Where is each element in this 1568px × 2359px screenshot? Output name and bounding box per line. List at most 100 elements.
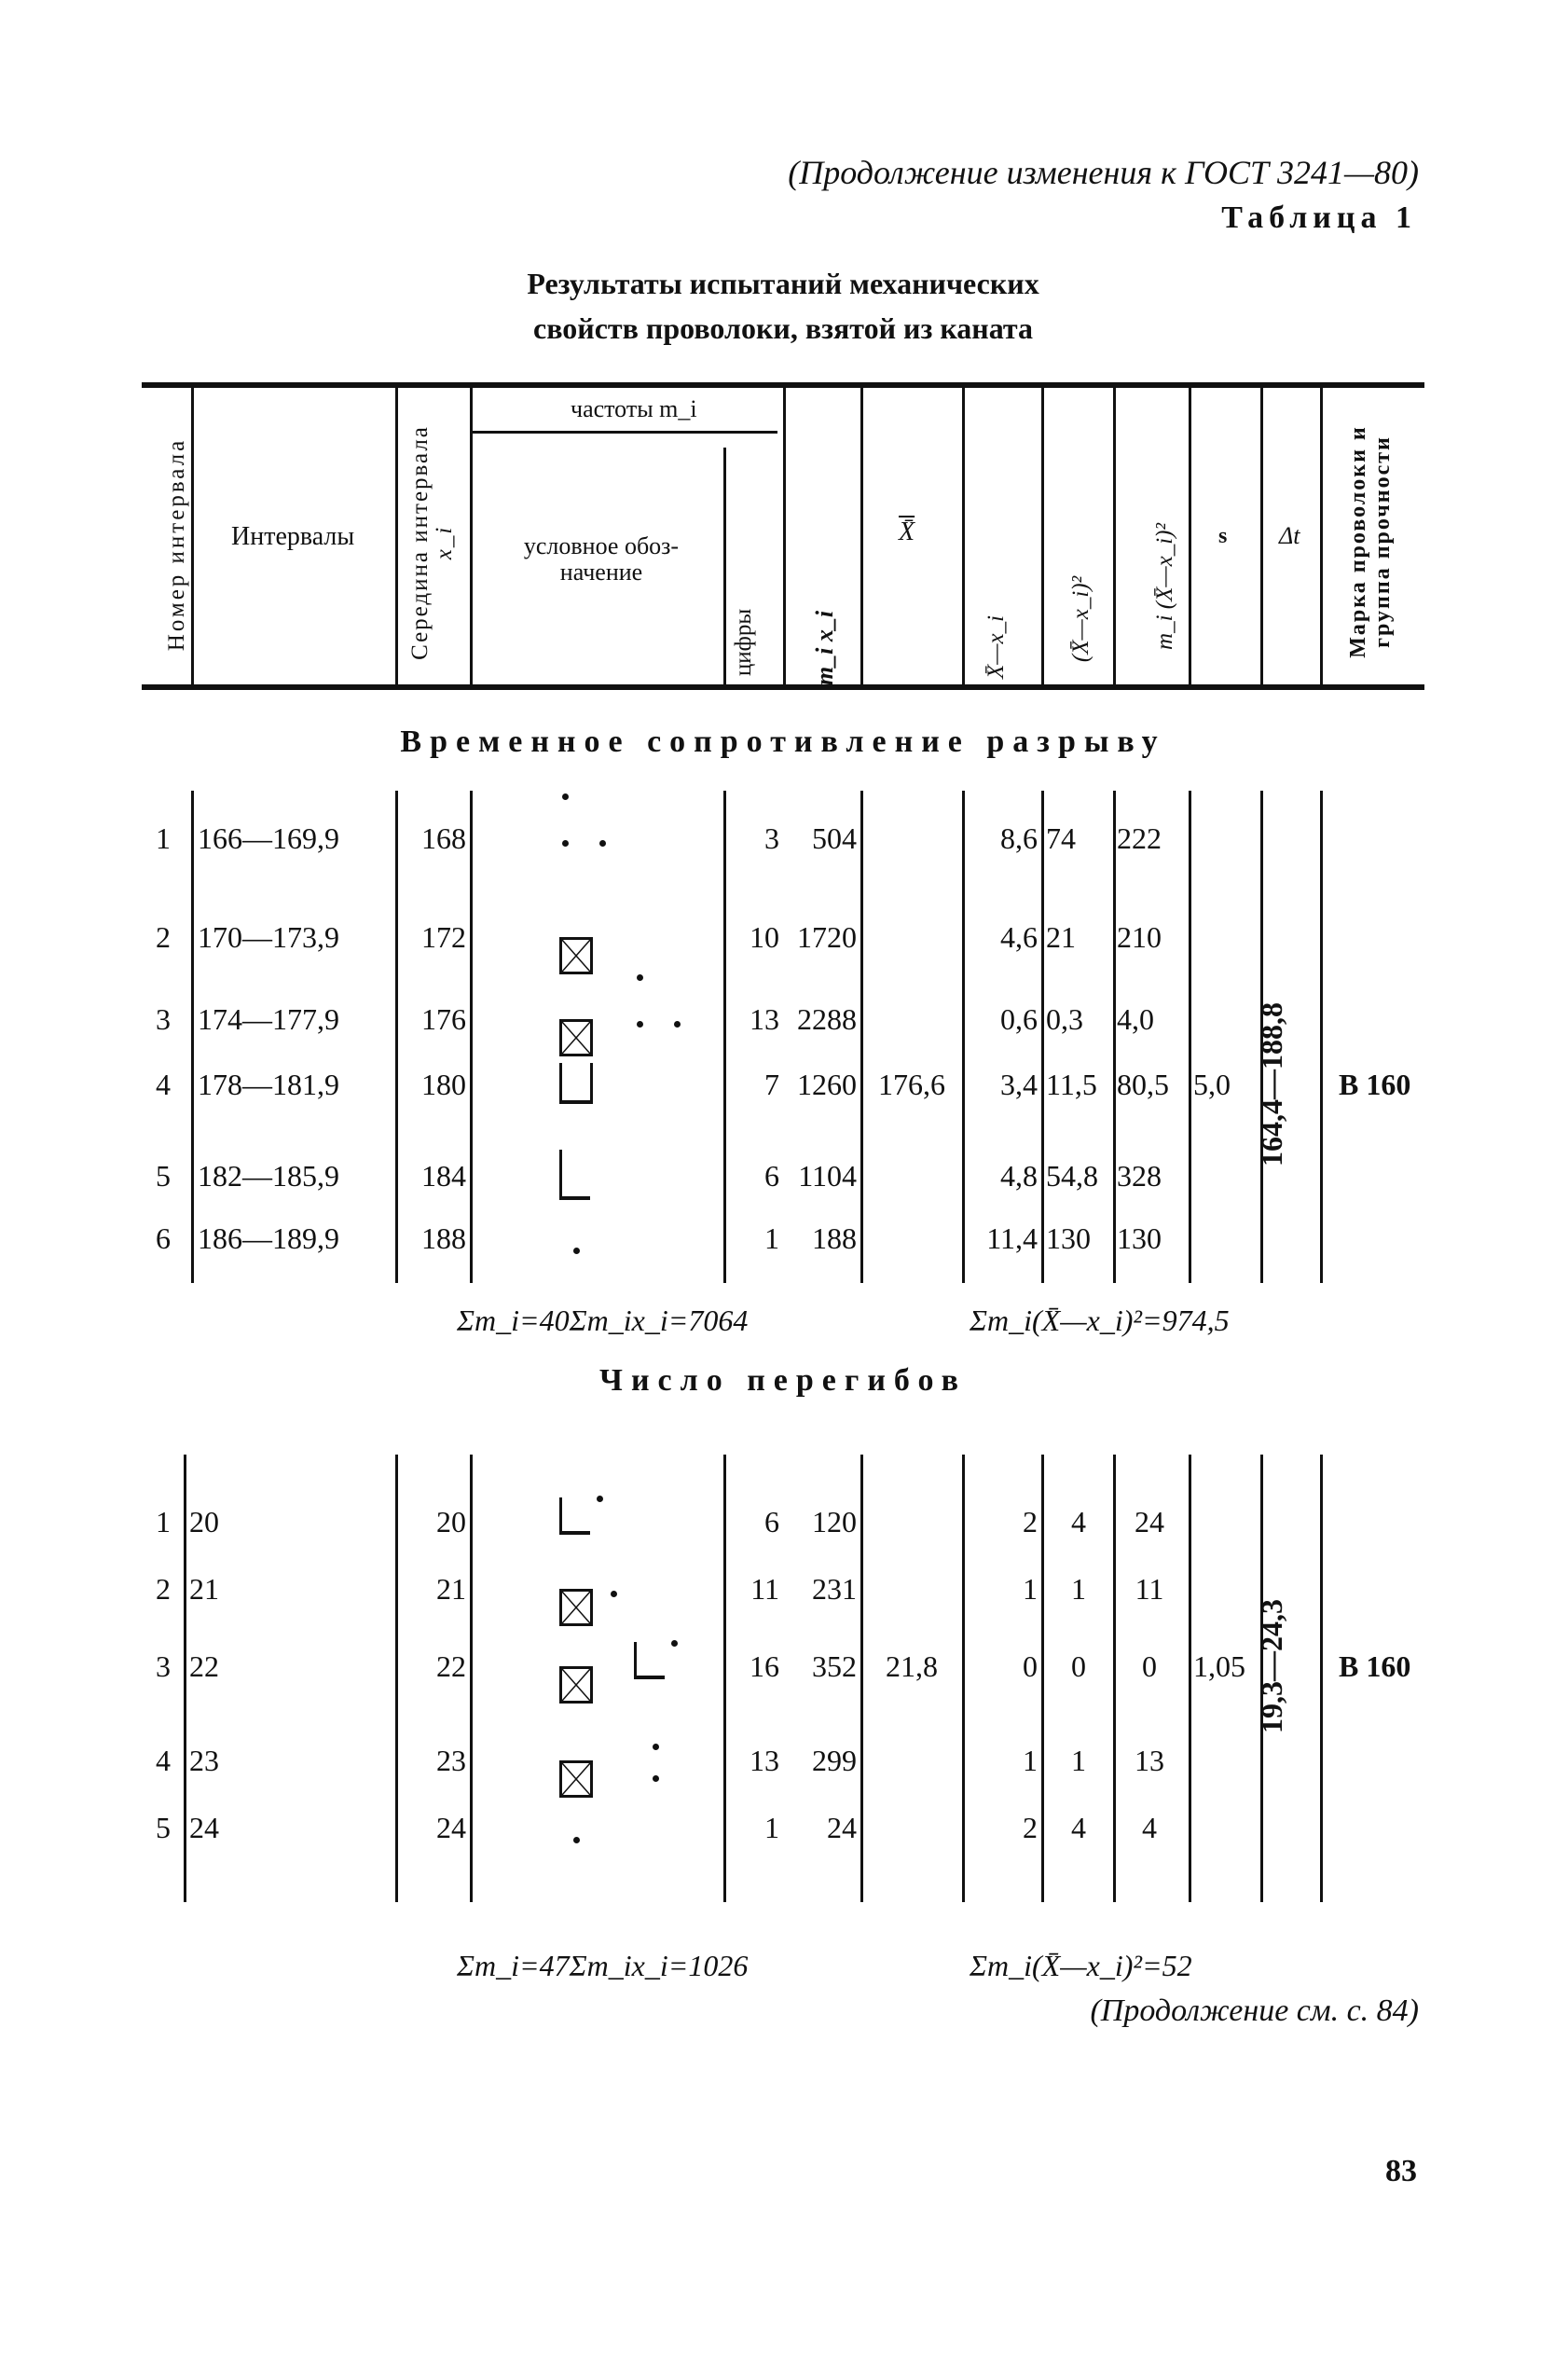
dot-icon <box>562 840 569 847</box>
deviation: 3,4 <box>1000 1068 1038 1101</box>
column-line <box>1113 1455 1116 1902</box>
row-number: 4 <box>156 1068 171 1101</box>
interval-midpoint: 21 <box>436 1572 466 1606</box>
frequency-digits: 3 <box>764 821 779 855</box>
dot-icon <box>637 1021 643 1028</box>
weighted-deviation-squared: 4,0 <box>1117 1002 1154 1036</box>
wire-mark: В 160 <box>1339 1068 1411 1101</box>
interval: 22 <box>189 1649 219 1683</box>
section-title: Временное сопротивление разрыву <box>400 724 1166 759</box>
m-x-product: 24 <box>827 1811 857 1844</box>
frequency-digits: 13 <box>750 1744 779 1777</box>
header-column-line <box>395 388 398 684</box>
deviation-squared: 0,3 <box>1046 1002 1083 1036</box>
dot-icon <box>562 793 569 800</box>
deviation: 1 <box>1023 1572 1038 1606</box>
deviation: 0 <box>1023 1649 1038 1683</box>
header-column-line <box>783 388 786 684</box>
interval: 174—177,9 <box>198 1002 339 1036</box>
row-number: 2 <box>156 920 171 954</box>
weighted-deviation-squared: 24 <box>1135 1505 1164 1538</box>
dot-icon <box>671 1640 678 1647</box>
interval: 178—181,9 <box>198 1068 339 1101</box>
u-shape-icon <box>559 1063 593 1104</box>
weighted-deviation-squared: 13 <box>1135 1744 1164 1777</box>
dot-icon <box>599 840 606 847</box>
header-bottom-rule <box>142 684 1424 690</box>
frequency-digits: 11 <box>750 1572 779 1606</box>
deviation-squared: 1 <box>1071 1572 1086 1606</box>
interval-midpoint: 184 <box>421 1159 466 1193</box>
header-dt: Δt <box>1279 522 1300 549</box>
deviation-squared: 4 <box>1071 1505 1086 1538</box>
frequency-digits: 13 <box>750 1002 779 1036</box>
deviation: 11,4 <box>986 1221 1038 1255</box>
header-column-line <box>1320 388 1323 684</box>
weighted-deviation-squared: 80,5 <box>1117 1068 1169 1101</box>
header-mx: m_i x_i <box>811 610 838 686</box>
deviation-squared: 1 <box>1071 1744 1086 1777</box>
header-dev: X̄—x_i <box>983 614 1009 680</box>
column-line <box>1189 791 1191 1283</box>
interval: 20 <box>189 1505 219 1538</box>
header-digits: цифры <box>731 608 756 677</box>
header-column-line <box>191 388 194 684</box>
row-number: 4 <box>156 1744 171 1777</box>
interval: 186—189,9 <box>198 1221 339 1255</box>
std-deviation: 5,0 <box>1193 1068 1231 1101</box>
box-x-icon <box>559 1666 593 1704</box>
deviation-squared: 130 <box>1046 1221 1091 1255</box>
column-line <box>860 1455 863 1902</box>
header-column-line <box>470 388 473 684</box>
weighted-deviation-squared: 130 <box>1117 1221 1162 1255</box>
m-x-product: 504 <box>812 821 857 855</box>
m-x-product: 1260 <box>797 1068 857 1101</box>
std-deviation: 1,05 <box>1193 1649 1245 1683</box>
l-shape-icon <box>634 1642 665 1679</box>
table-title-line1: Результаты испытаний механических <box>527 267 1039 300</box>
interval-midpoint: 172 <box>421 920 466 954</box>
header-xbar: X̄ <box>899 517 915 546</box>
row-number: 3 <box>156 1649 171 1683</box>
column-line <box>1041 791 1044 1283</box>
page-number: 83 <box>1385 2154 1417 2188</box>
footer-continuation: (Продолжение см. с. 84) <box>1090 1993 1419 2028</box>
dot-icon <box>611 1591 617 1597</box>
row-number: 5 <box>156 1811 171 1844</box>
column-line <box>1260 791 1263 1283</box>
deviation-squared: 54,8 <box>1046 1159 1098 1193</box>
header-column-line <box>860 388 863 684</box>
interval-midpoint: 168 <box>421 821 466 855</box>
header-column-line <box>723 448 726 684</box>
column-line <box>395 791 398 1283</box>
frequency-digits: 10 <box>750 920 779 954</box>
section-title: Число перегибов <box>599 1363 967 1398</box>
weighted-deviation-squared: 328 <box>1117 1159 1162 1193</box>
column-line <box>191 791 194 1283</box>
interval: 24 <box>189 1811 219 1844</box>
header-freq: частоты m_i <box>571 395 697 422</box>
column-line <box>1041 1455 1044 1902</box>
frequency-digits: 6 <box>764 1159 779 1193</box>
header-s: s <box>1218 524 1228 548</box>
header-column-line <box>1041 388 1044 684</box>
sum-weighted-squares: Σm_i(X̄—x_i)²=52 <box>970 1949 1192 1982</box>
column-line <box>723 791 726 1283</box>
top-rule <box>142 382 1424 388</box>
dot-icon <box>674 1021 681 1028</box>
weighted-deviation-squared: 222 <box>1117 821 1162 855</box>
table-title-line2: свойств проволоки, взятой из каната <box>533 311 1033 345</box>
column-line <box>184 1455 186 1902</box>
interval-midpoint: 22 <box>436 1649 466 1683</box>
interval-midpoint: 180 <box>421 1068 466 1101</box>
interval: 170—173,9 <box>198 920 339 954</box>
row-number: 3 <box>156 1002 171 1036</box>
deviation-squared: 11,5 <box>1046 1068 1097 1101</box>
header-intervals: Интервалы <box>231 522 355 551</box>
box-x-icon <box>559 1760 593 1798</box>
row-number: 5 <box>156 1159 171 1193</box>
column-line <box>1260 1455 1263 1902</box>
header-sq: (X̄—x_i)² <box>1068 575 1093 663</box>
table-label: Таблица 1 <box>1221 200 1417 235</box>
